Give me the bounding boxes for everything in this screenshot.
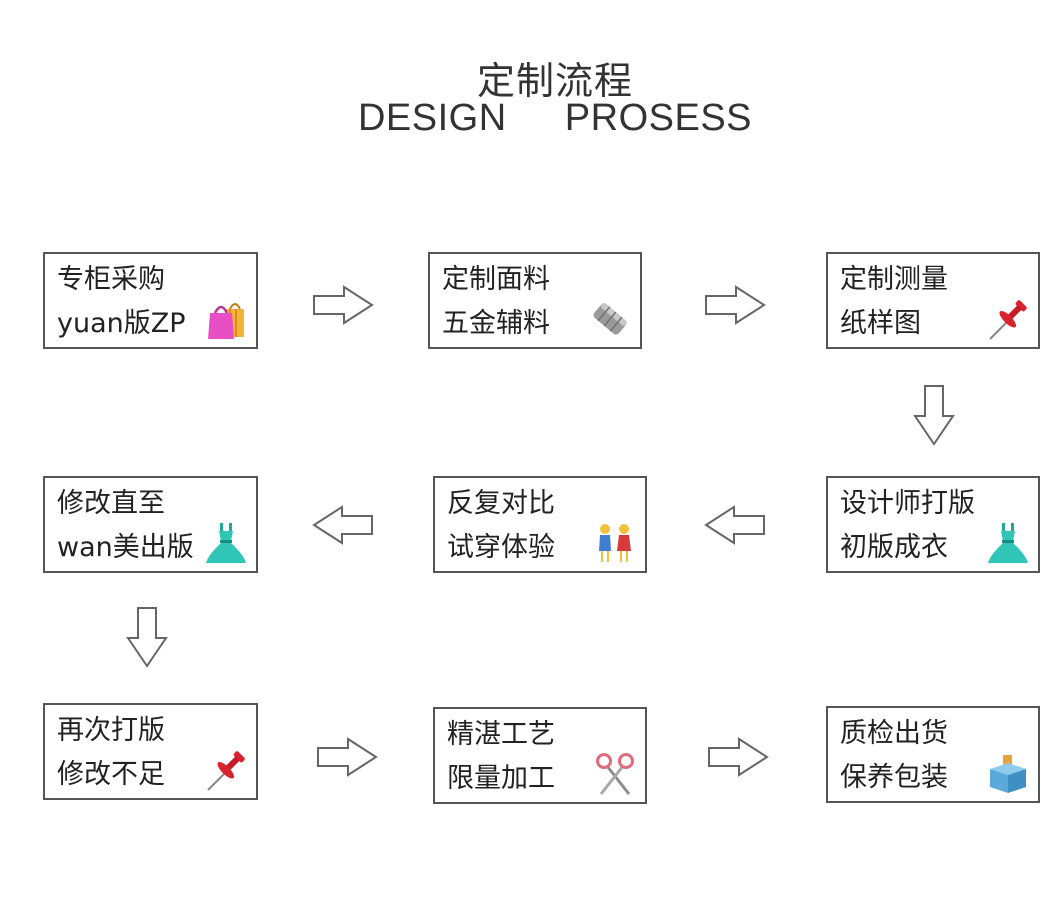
shopping-bags-icon (208, 303, 244, 339)
step-box-9: 质检出货 保养包装 (826, 706, 1040, 803)
step-box-4: 设计师打版 初版成衣 (826, 476, 1040, 573)
step-line2: 修改不足 (57, 759, 165, 790)
step-box-3: 定制测量 纸样图 (826, 252, 1040, 349)
arrow-right-1 (312, 285, 374, 325)
two-women-icon (599, 524, 631, 562)
step-line1: 专柜采购 (57, 264, 165, 295)
step-line2: 保养包装 (840, 762, 948, 793)
pushpin-icon (989, 300, 1027, 340)
step-line1: 设计师打版 (840, 488, 975, 519)
step-line1: 精湛工艺 (447, 719, 555, 750)
step-line2: 纸样图 (840, 308, 921, 339)
step-line2: 五金辅料 (442, 308, 550, 339)
arrow-right-2 (704, 285, 766, 325)
step-line2: 初版成衣 (840, 532, 948, 563)
arrow-left-1 (312, 505, 374, 545)
dress-icon (206, 523, 246, 563)
package-box-icon (990, 755, 1026, 793)
fabric-roll-icon (593, 303, 627, 335)
arrow-right-3 (316, 737, 378, 777)
step-line1: 定制测量 (840, 264, 948, 295)
step-line1: 质检出货 (840, 718, 948, 749)
step-line2: 试穿体验 (447, 532, 555, 563)
page-title-cn: 定制流程 (476, 59, 633, 103)
arrow-down-2 (126, 606, 168, 668)
step-line1: 再次打版 (57, 715, 165, 746)
step-line2: wan美出版 (57, 532, 194, 563)
step-line1: 修改直至 (57, 488, 165, 519)
scissors-icon (596, 753, 634, 795)
step-box-8: 精湛工艺 限量加工 (433, 707, 647, 804)
step-box-2: 定制面料 五金辅料 (428, 252, 642, 349)
step-line1: 反复对比 (447, 488, 555, 519)
step-line2: 限量加工 (447, 763, 555, 794)
arrow-down-1 (913, 384, 955, 446)
arrow-right-4 (707, 737, 769, 777)
arrow-left-2 (704, 505, 766, 545)
step-line1: 定制面料 (442, 264, 550, 295)
step-box-7: 再次打版 修改不足 (43, 703, 258, 800)
step-box-5: 反复对比 试穿体验 (433, 476, 647, 573)
step-line2: yuan版ZP (57, 308, 186, 339)
dress-icon (988, 523, 1028, 563)
page-title-en: DESIGN PROSESS (357, 97, 753, 139)
step-box-1: 专柜采购 yuan版ZP (43, 252, 258, 349)
pushpin-icon (207, 751, 245, 791)
step-box-6: 修改直至 wan美出版 (43, 476, 258, 573)
